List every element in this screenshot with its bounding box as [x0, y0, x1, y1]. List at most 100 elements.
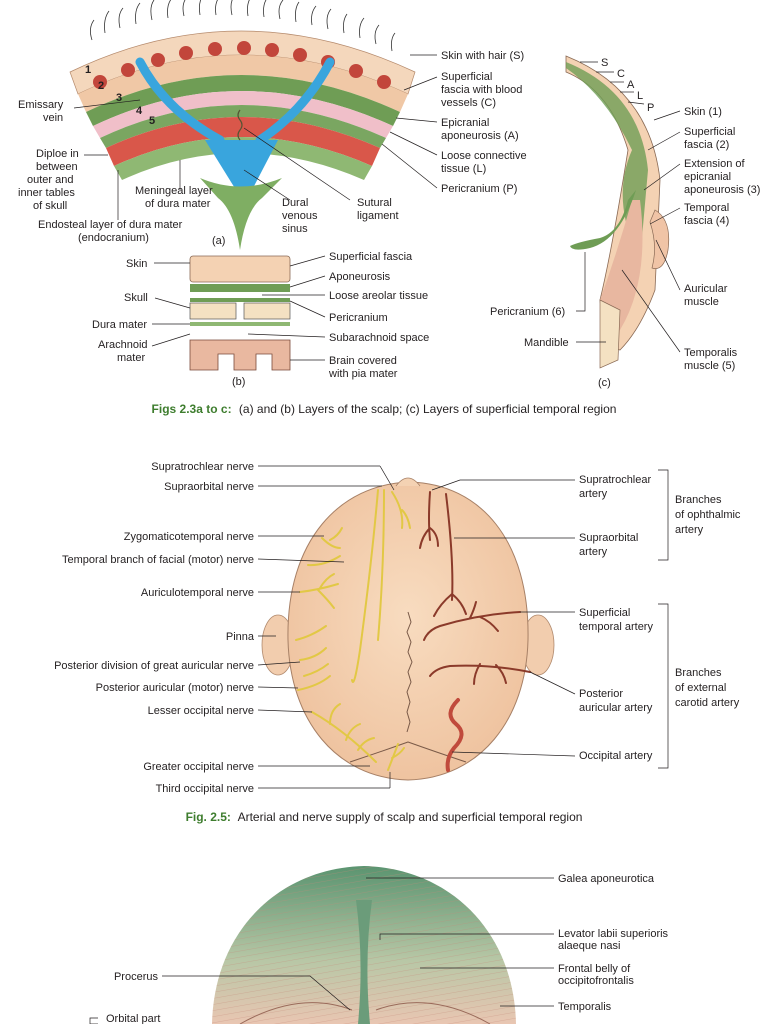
label-c-extension-1: Extension of [684, 158, 745, 170]
figure-2-3-caption-text: (a) and (b) Layers of the scalp; (c) Lay… [239, 402, 617, 416]
midline-galea [356, 900, 372, 1024]
label-posterior-auricular-artery-1: Posterior [579, 688, 623, 700]
label-superficial-fascia-1: Superficial [441, 71, 492, 83]
skin-strip [189, 255, 291, 283]
left-label-group: Supratrochlear nerve Supraorbital nerve … [54, 461, 395, 795]
figure-2-6-muscles-partial: Galea aponeurotica Levator labii superio… [89, 866, 669, 1024]
figure-2-3-caption: Figs 2.3a to c: (a) and (b) Layers of th… [152, 402, 617, 416]
label-great-auricular-nerve: Posterior division of great auricular ne… [54, 660, 254, 672]
label-c-skin: Skin (1) [684, 106, 722, 118]
label-c-temporal-fascia-2: fascia (4) [684, 215, 729, 227]
label-frontal-belly-1: Frontal belly of [558, 963, 631, 975]
label-temporalis: Temporalis [558, 1001, 612, 1013]
group-ophthalmic-2: of ophthalmic [675, 509, 741, 521]
panel-tag-c: (c) [598, 377, 611, 389]
layer-number-3: 3 [116, 92, 122, 104]
label-diploe-2: between [36, 161, 78, 173]
label-supraorbital-artery-2: artery [579, 546, 608, 558]
label-meningeal-1: Meningeal layer [135, 185, 213, 197]
nose-tip [395, 477, 421, 487]
label-c-temporalis-2: muscle (5) [684, 360, 735, 372]
group-ophthalmic-1: Branches [675, 494, 722, 506]
label-b-skin: Skin [126, 258, 147, 270]
label-c-letter-a: A [627, 79, 635, 91]
label-emissary-1: Emissary [18, 99, 64, 111]
aponeurosis-strip [190, 284, 290, 292]
label-b-brain-2: with pia mater [328, 368, 398, 380]
label-b-subarachnoid: Subarachnoid space [329, 332, 429, 344]
label-b-brain-1: Brain covered [329, 355, 397, 367]
label-b-superficial-fascia: Superficial fascia [329, 251, 413, 263]
label-frontal-belly-2: occipitofrontalis [558, 975, 634, 987]
layer-number-1: 1 [85, 64, 91, 76]
label-levator-1: Levator labii superioris [558, 928, 669, 940]
panel-tag-a: (a) [212, 235, 225, 247]
label-lesser-occipital-nerve: Lesser occipital nerve [148, 705, 254, 717]
label-pinna: Pinna [226, 631, 255, 643]
label-endosteal-2: (endocranium) [78, 232, 149, 244]
label-c-letter-p: P [647, 102, 654, 114]
label-c-superficial-2: fascia (2) [684, 139, 729, 151]
label-c-letter-c: C [617, 68, 625, 80]
label-supratrochlear-artery-1: Supratrochlear [579, 474, 651, 486]
falx [200, 178, 282, 250]
figure-2-5-caption: Fig. 2.5: Arterial and nerve supply of s… [186, 810, 583, 824]
label-c-auricular-1: Auricular [684, 283, 728, 295]
pericranium-layer [100, 105, 386, 148]
bracket-external-carotid [658, 603, 669, 769]
label-diploe-1: Diploe in [36, 148, 79, 160]
layer-number-5: 5 [149, 115, 155, 127]
figure-2-5-scalp-supply: Supratrochlear nerve Supraorbital nerve … [54, 461, 741, 795]
label-superficial-temporal-artery-2: temporal artery [579, 621, 653, 633]
label-galea-aponeurotica: Galea aponeurotica [558, 873, 655, 885]
panel-tag-b: (b) [232, 376, 245, 388]
label-diploe-4: inner tables [18, 187, 75, 199]
orbit-arcs [239, 1002, 491, 1024]
figure-2-3a-scalp-layers: 1 2 3 4 5 Skin with hair (S) Superficial… [18, 0, 527, 250]
label-zygomaticotemporal-nerve: Zygomaticotemporal nerve [124, 531, 254, 543]
label-dural-sinus-1: Dural [282, 197, 308, 209]
label-c-extension-2: epicranial [684, 171, 731, 183]
label-c-temporal-fascia-1: Temporal [684, 202, 729, 214]
nerves [295, 489, 411, 771]
label-orbital-part: Orbital part [106, 1013, 160, 1024]
label-endosteal-1: Endosteal layer of dura mater [38, 219, 183, 231]
label-procerus: Procerus [114, 971, 159, 983]
skull-strip-right [243, 302, 291, 320]
label-b-arachnoid-2: mater [117, 352, 145, 364]
group-ophthalmic-3: artery [675, 524, 704, 536]
label-c-mandible: Mandible [524, 337, 569, 349]
figure-2-5-caption-text: Arterial and nerve supply of scalp and s… [238, 810, 583, 824]
label-c-letter-l: L [637, 90, 643, 102]
group-external-carotid-2: of external [675, 682, 726, 694]
label-diploe-3: outer and [27, 174, 73, 186]
label-posterior-auricular-nerve: Posterior auricular (motor) nerve [96, 682, 254, 694]
figure-2-3b-layers: Skin Skull Dura mater Arachnoid mater Su… [92, 251, 429, 388]
label-supratrochlear-nerve: Supratrochlear nerve [151, 461, 254, 473]
label-dural-sinus-3: sinus [282, 223, 308, 235]
label-sutural-2: ligament [357, 210, 399, 222]
layer-number-4: 4 [136, 105, 143, 117]
aponeurosis-layer [86, 75, 400, 126]
emissary-veins [135, 57, 335, 145]
bracket-ophthalmic [658, 469, 669, 561]
label-b-pericranium: Pericranium [329, 312, 388, 324]
label-loose-connective-2: tissue (L) [441, 163, 486, 175]
label-b-loose-areolar: Loose areolar tissue [329, 290, 428, 302]
label-loose-connective-1: Loose connective [441, 150, 527, 162]
label-c-temporalis-1: Temporalis [684, 347, 738, 359]
layer-number-2: 2 [98, 80, 104, 92]
label-sutural-1: Sutural [357, 197, 392, 209]
pericranium-hook [570, 190, 636, 250]
skull-strip-left [189, 302, 237, 320]
figure-2-3-caption-number: Figs 2.3a to c: [152, 402, 232, 416]
label-epicranial-1: Epicranial [441, 117, 489, 129]
label-c-pericranium: Pericranium (6) [490, 306, 565, 318]
head-outline [287, 481, 529, 781]
dural-venous-sinus [205, 140, 278, 194]
right-label-group: Supratrochlear artery Supraorbital arter… [431, 469, 741, 769]
label-epicranial-2: aponeurosis (A) [441, 130, 519, 142]
label-emissary-2: vein [43, 112, 63, 124]
label-superficial-fascia-3: vessels (C) [441, 97, 496, 109]
